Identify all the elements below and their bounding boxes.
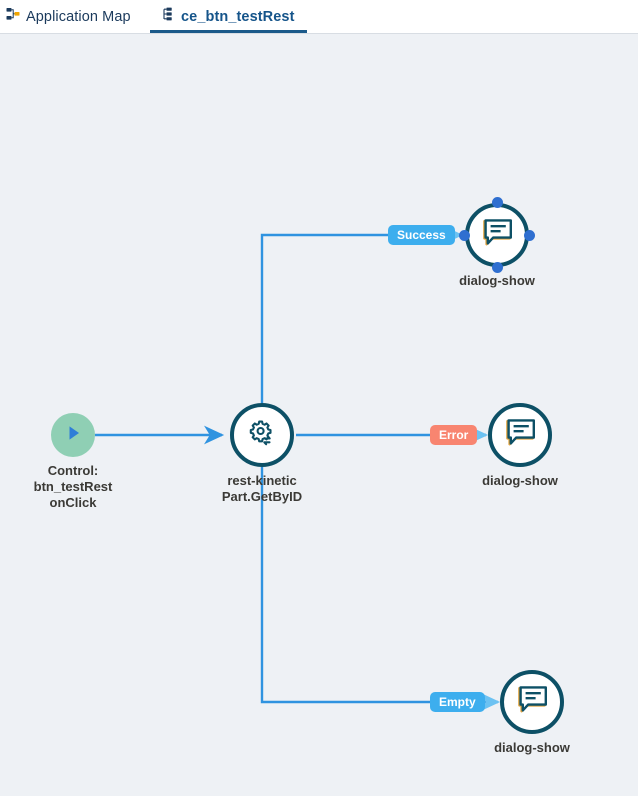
speech-bubble-icon bbox=[481, 218, 513, 253]
tab-application-map-label: Application Map bbox=[26, 8, 131, 25]
node-handle-east[interactable] bbox=[524, 229, 535, 241]
app-map-icon bbox=[6, 7, 20, 26]
edge-rest-to-dialog-success[interactable] bbox=[260, 225, 464, 403]
dialog-show-empty-circle[interactable] bbox=[500, 670, 564, 734]
gear-arrow-icon bbox=[247, 418, 277, 453]
speech-bubble-icon bbox=[516, 685, 548, 720]
tab-bar: Application Map ce_btn_testRest bbox=[0, 0, 638, 34]
tab-application-map[interactable]: Application Map bbox=[0, 0, 143, 33]
node-handle-west[interactable] bbox=[459, 229, 470, 241]
edge-badge-error[interactable]: Error bbox=[430, 425, 478, 445]
tab-ce-btn-testrest[interactable]: ce_btn_testRest bbox=[150, 0, 307, 33]
rest-service-circle[interactable] bbox=[230, 403, 294, 467]
edge-rest-to-dialog-empty[interactable] bbox=[260, 467, 501, 712]
control-start-circle[interactable] bbox=[51, 413, 95, 457]
flow-hierarchy-icon bbox=[162, 7, 175, 26]
edge-badge-success[interactable]: Success bbox=[388, 225, 455, 245]
dialog-show-success-circle[interactable] bbox=[465, 203, 529, 267]
edge-badge-empty[interactable]: Empty bbox=[430, 692, 485, 712]
speech-bubble-icon bbox=[504, 418, 536, 453]
flow-canvas[interactable]: Success Error Empty Control: btn_testRes… bbox=[0, 34, 638, 796]
node-handle-south[interactable] bbox=[491, 262, 503, 273]
dialog-show-error-circle[interactable] bbox=[488, 403, 552, 467]
tab-ce-btn-testrest-label: ce_btn_testRest bbox=[181, 8, 295, 25]
node-handle-north[interactable] bbox=[491, 197, 503, 208]
play-icon bbox=[62, 422, 84, 449]
active-tab-underline bbox=[150, 30, 307, 33]
